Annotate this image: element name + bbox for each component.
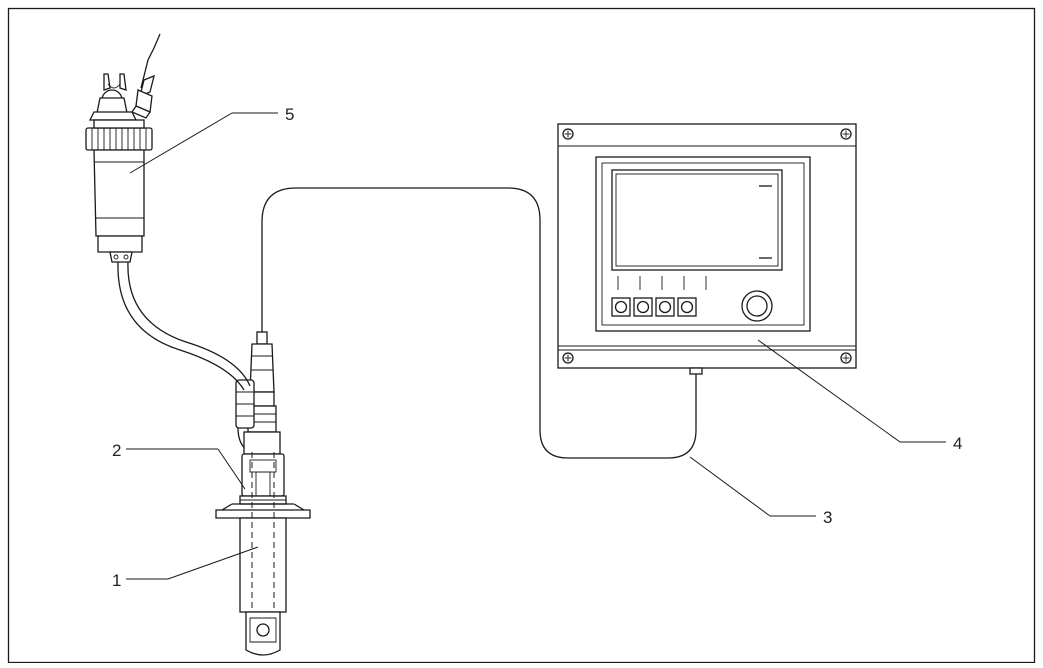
sensor-connector: [235, 331, 277, 433]
soft-key: [677, 297, 697, 317]
soft-key: [655, 297, 675, 317]
cable-gland: [689, 367, 703, 375]
callout-2: 2: [112, 441, 121, 460]
soft-key: [611, 297, 631, 317]
retractable-assembly: [215, 431, 311, 656]
navigator-knob: [741, 290, 773, 322]
callout-5: 5: [285, 105, 294, 124]
callout-3: 3: [823, 508, 832, 527]
soft-key: [633, 297, 653, 317]
housing-screw: [562, 128, 574, 140]
housing-screw: [840, 128, 852, 140]
hose: [117, 261, 245, 391]
figure-border: [7, 7, 1036, 664]
housing-screw: [840, 352, 852, 364]
callout-1: 1: [112, 571, 121, 590]
transmitter-housing: [557, 123, 857, 375]
housing-screw: [562, 352, 574, 364]
display-screen: [611, 169, 783, 271]
hose-device: [85, 33, 161, 263]
callout-4: 4: [953, 434, 962, 453]
sensor-cable: [261, 187, 697, 459]
hose: [127, 261, 251, 387]
